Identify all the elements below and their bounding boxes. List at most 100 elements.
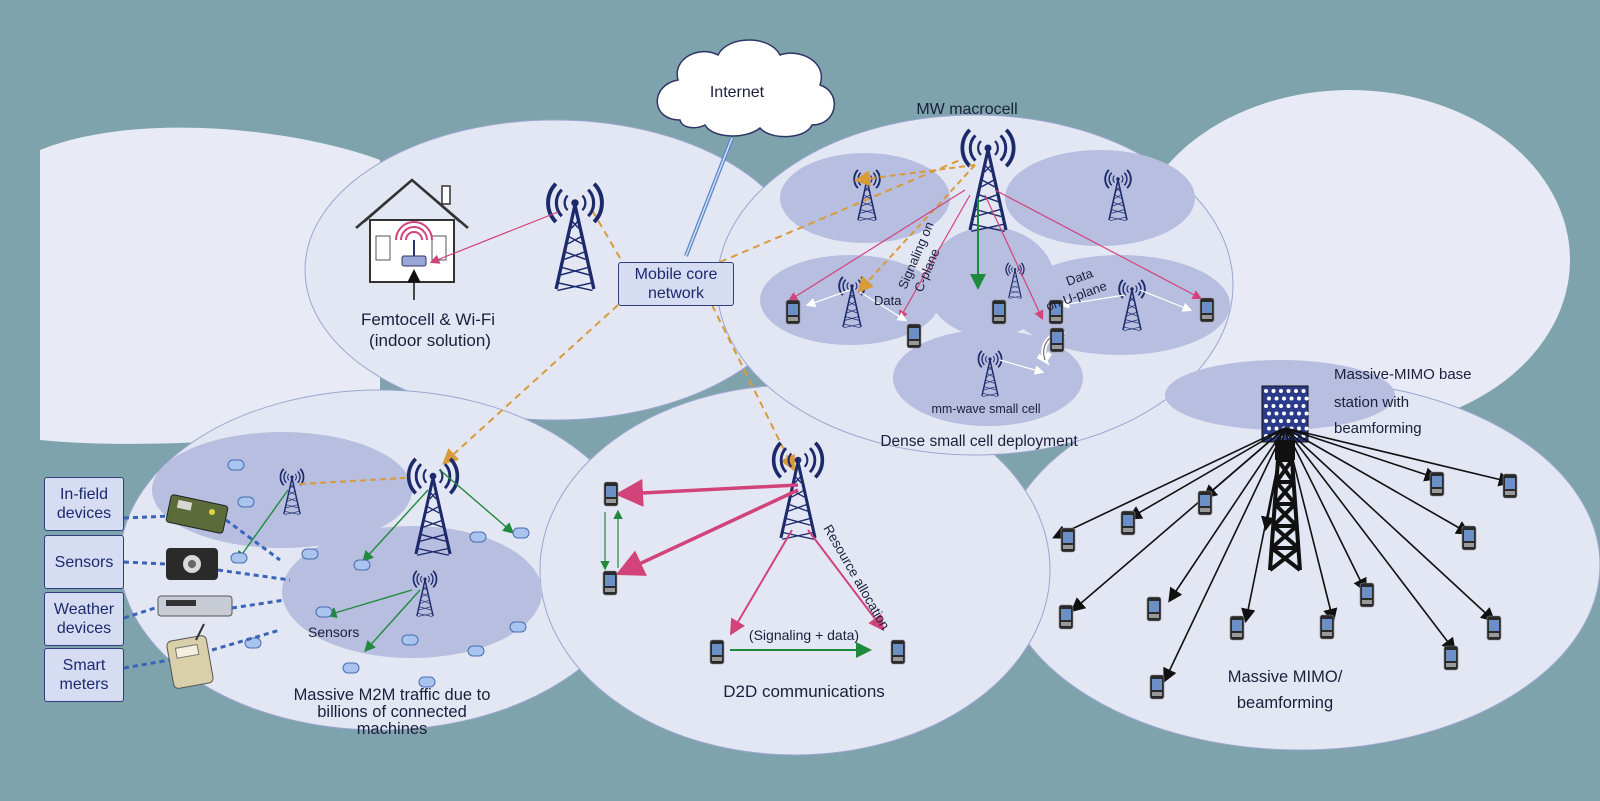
weather-device-icon — [157, 595, 233, 617]
small-cell-tower-icon — [1104, 169, 1132, 222]
mimo-bs-label: Massive-MIMO base — [1334, 366, 1472, 383]
sensor-pill — [301, 548, 319, 560]
phone-icon — [1149, 674, 1165, 700]
sensor-pill — [512, 527, 530, 539]
device-box-smart-meters: Smart meters — [44, 648, 124, 702]
femto-tower-to-house — [429, 211, 559, 264]
mimo-beam — [1168, 427, 1286, 603]
phone-icon — [785, 299, 801, 325]
sensor-pill — [469, 531, 487, 543]
mimo-beam — [1284, 427, 1338, 624]
device-box-label-2: devices — [56, 620, 112, 637]
d2d-label: D2D communications — [723, 682, 885, 701]
core-to-d2d — [711, 304, 795, 472]
mobile-core-label: Mobile core — [634, 266, 718, 283]
internet-cloud — [656, 39, 835, 138]
small-cell-top-right — [1005, 150, 1195, 246]
small-cell-mmwave — [893, 330, 1083, 426]
left-bubble — [40, 127, 380, 444]
small-cell-tower-icon — [279, 468, 305, 515]
mobile-core-network-box: Mobile core network — [618, 262, 734, 306]
sensor-pill — [509, 621, 527, 633]
device-link — [211, 628, 281, 652]
phone-icon — [1319, 614, 1335, 640]
data-left-label: Data — [874, 293, 902, 308]
device-link — [123, 514, 171, 520]
sensor-device-icon — [166, 548, 218, 580]
phone-icon — [1058, 604, 1074, 630]
mimo-label: Massive MIMO/ — [1228, 668, 1343, 686]
m2m-tower-icon — [406, 457, 460, 556]
device-box-weather: Weather devices — [44, 592, 124, 646]
mimo-beam — [1284, 427, 1471, 535]
macrocell-small-cells — [760, 150, 1230, 426]
sensor-pill — [315, 606, 333, 618]
d2d-tower-icon — [771, 441, 825, 540]
device-box-label: In-field — [59, 486, 109, 503]
sensor-pill — [342, 662, 360, 674]
phone-icon — [1120, 510, 1136, 536]
phone-icon — [709, 639, 725, 665]
phone-icon — [991, 299, 1007, 325]
mimo-beam — [1284, 427, 1496, 623]
in-field-device-icon — [165, 494, 229, 534]
femto-macro-tower-icon — [546, 182, 604, 292]
core-links — [442, 137, 961, 472]
phone-icon — [1048, 299, 1064, 325]
femtocell-house — [355, 178, 469, 300]
m2m-devices — [123, 494, 291, 689]
device-box-in-field: In-field devices — [44, 477, 124, 531]
device-link — [225, 518, 281, 562]
sensor-pill — [237, 496, 255, 508]
mimo-beam — [1163, 427, 1286, 683]
device-box-label-2: devices — [56, 505, 112, 522]
m2m-label: Massive M2M traffic due to — [294, 686, 491, 704]
small-cell-tower-icon — [977, 350, 1003, 397]
m2m-label-3: machines — [357, 720, 428, 738]
phone-icon — [906, 323, 922, 349]
phone-icon — [890, 639, 906, 665]
device-box-label: Smart — [62, 657, 106, 674]
phone-icon — [602, 570, 618, 596]
sensor-pill — [353, 559, 371, 571]
device-link — [123, 658, 171, 670]
smart-meter-icon — [166, 623, 214, 689]
phones — [602, 297, 1518, 700]
mimo-beam — [1284, 427, 1440, 482]
d2d-links — [600, 478, 885, 658]
phone-icon — [1502, 473, 1518, 499]
phone-icon — [1461, 525, 1477, 551]
mimo-label-2: beamforming — [1237, 694, 1333, 712]
device-box-label: Sensors — [54, 553, 114, 571]
device-box-sensors: Sensors — [44, 535, 124, 589]
sensor-pill — [227, 459, 245, 471]
sensor-pill — [467, 645, 485, 657]
phone-icon — [1429, 471, 1445, 497]
phone-icon — [1486, 615, 1502, 641]
femtocell-label: Femtocell & Wi-Fi — [361, 310, 495, 329]
m2m-cell-lower — [282, 526, 542, 658]
internet-label: Internet — [710, 84, 765, 101]
coverage-bubbles — [40, 90, 1600, 756]
device-box-label-2: meters — [59, 676, 109, 693]
mimo-beam — [1127, 427, 1286, 520]
mimo-beam — [1284, 427, 1456, 653]
core-to-m2m — [442, 304, 619, 465]
mimo-beam — [1241, 427, 1286, 624]
mimo-beam — [1052, 427, 1286, 539]
mimo-beam — [1284, 427, 1514, 487]
phone-icon — [1049, 327, 1065, 353]
mimo-bs-label-3: beamforming — [1334, 420, 1422, 437]
sensor-pill — [401, 634, 419, 646]
core-to-macrocell — [719, 159, 961, 263]
mimo-beam — [1070, 427, 1286, 613]
phone-icon — [1197, 490, 1213, 516]
phone-icon — [1229, 615, 1245, 641]
small-cell-mid-left — [760, 255, 940, 345]
mmwave-label: mm-wave small cell — [931, 402, 1040, 416]
core-to-femto-tower — [591, 209, 621, 259]
phone-icon — [1060, 527, 1076, 553]
dense-label: Dense small cell deployment — [880, 433, 1078, 450]
m2m-label-2: billions of connected — [317, 703, 467, 721]
